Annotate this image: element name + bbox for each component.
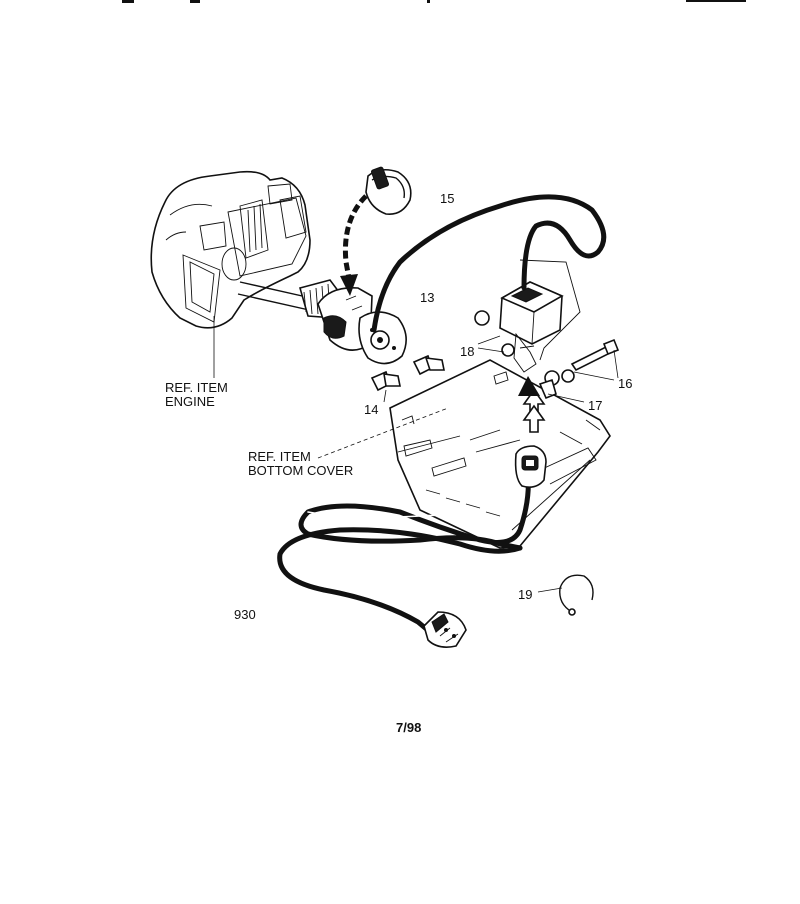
pump-part-13: [299, 279, 407, 365]
cord-connector: [514, 445, 547, 488]
callout-16: 16: [618, 376, 632, 391]
washer-parts-18: [474, 310, 515, 357]
top-edge-marks: [122, 0, 746, 3]
diagram-code: 930: [234, 607, 256, 622]
hose-clamp-part-15: [340, 166, 412, 296]
date-code: 7/98: [396, 720, 421, 735]
switch-box-part: [499, 259, 581, 373]
bolt-parts-14: [370, 354, 445, 403]
callout-17: 17: [588, 398, 602, 413]
callout-15: 15: [440, 191, 454, 206]
bottom-cover-ref-label: REF. ITEM: [248, 449, 311, 464]
callout-18: 18: [460, 344, 474, 359]
engine-reference-part: [150, 170, 321, 378]
engine-ref-label: REF. ITEM: [165, 380, 228, 395]
engine-ref-name: ENGINE: [165, 394, 215, 409]
callout-14: 14: [364, 402, 378, 417]
nut-part-17: [538, 378, 585, 403]
callout-19: 19: [518, 587, 532, 602]
bottom-cover-reference-part: [317, 359, 611, 549]
screw-part-16: [544, 338, 620, 386]
bottom-cover-ref-name: BOTTOM COVER: [248, 463, 353, 478]
callout-13: 13: [420, 290, 434, 305]
assembly-arrows: [518, 376, 546, 433]
retaining-ring-part-19: [537, 574, 594, 616]
power-cord: [277, 194, 607, 635]
power-plug: [423, 611, 467, 648]
